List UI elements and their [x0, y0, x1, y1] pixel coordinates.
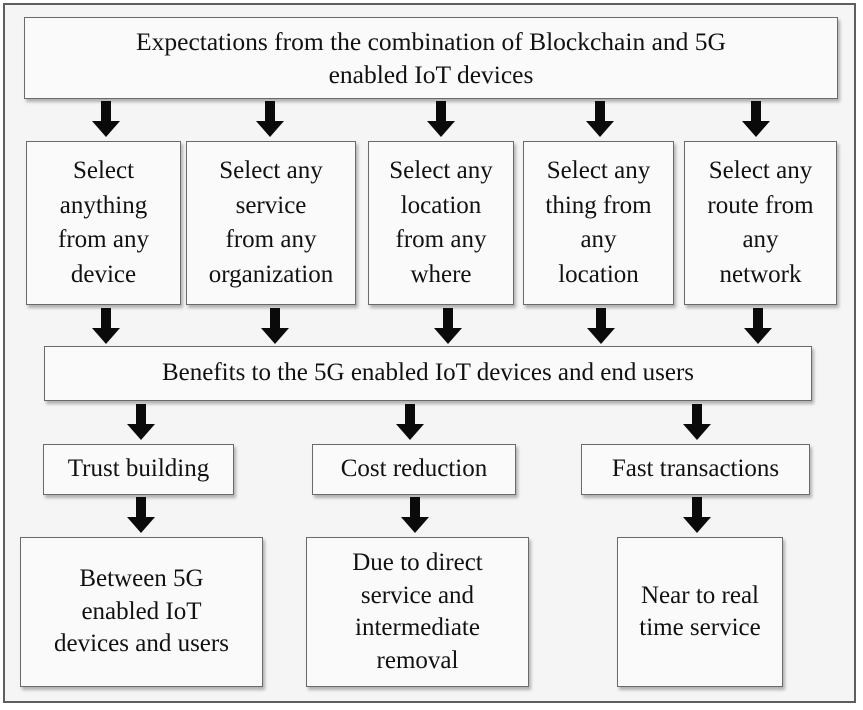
- arrow-down-icon: [396, 404, 424, 440]
- arrow-down-icon: [401, 497, 429, 533]
- arrow-down-icon: [127, 497, 155, 533]
- benefit-label: Trust building: [67, 455, 210, 483]
- detail-trust-building-box: Between 5G enabled IoT devices and users: [20, 537, 263, 687]
- arrow-down-icon: [742, 101, 770, 137]
- arrow-down-icon: [256, 101, 284, 137]
- expectation-text: Select any location from any where: [389, 157, 493, 288]
- arrow-down-icon: [587, 308, 615, 344]
- detail-cost-reduction-box: Due to direct service and intermediate r…: [306, 537, 529, 687]
- expectation-box-service: Select any service from any organization: [186, 141, 356, 305]
- title-box: Expectations from the combination of Blo…: [24, 17, 838, 99]
- arrow-down-icon: [92, 101, 120, 137]
- arrow-down-icon: [683, 404, 711, 440]
- expectation-box-location: Select any location from any where: [368, 141, 514, 305]
- benefit-fast-transactions-box: Fast transactions: [581, 444, 810, 495]
- arrow-down-icon: [261, 308, 289, 344]
- expectation-box-device: Select anything from any device: [26, 141, 181, 305]
- benefit-label: Cost reduction: [340, 455, 488, 483]
- expectation-text: Select anything from any device: [58, 157, 149, 288]
- title-text: Expectations from the combination of Blo…: [136, 26, 726, 89]
- arrow-down-icon: [744, 308, 772, 344]
- expectation-box-route: Select any route from any network: [684, 141, 837, 305]
- benefit-cost-reduction-box: Cost reduction: [312, 444, 516, 495]
- arrow-down-icon: [427, 101, 455, 137]
- detail-fast-transactions-box: Near to real time service: [617, 537, 783, 687]
- benefits-title-box: Benefits to the 5G enabled IoT devices a…: [44, 346, 812, 401]
- detail-text: Due to direct service and intermediate r…: [352, 549, 483, 674]
- arrow-down-icon: [92, 308, 120, 344]
- benefit-label: Fast transactions: [611, 455, 780, 483]
- expectation-box-thing: Select any thing from any location: [523, 141, 674, 305]
- arrow-down-icon: [127, 404, 155, 440]
- arrow-down-icon: [586, 101, 614, 137]
- expectation-text: Select any route from any network: [707, 157, 814, 288]
- expectation-text: Select any thing from any location: [545, 157, 652, 288]
- expectation-text: Select any service from any organization: [208, 157, 334, 288]
- detail-text: Near to real time service: [639, 581, 761, 642]
- benefits-title-text: Benefits to the 5G enabled IoT devices a…: [161, 359, 695, 387]
- arrow-down-icon: [434, 308, 462, 344]
- benefit-trust-building-box: Trust building: [43, 444, 234, 495]
- arrow-down-icon: [683, 497, 711, 533]
- detail-text: Between 5G enabled IoT devices and users: [54, 565, 229, 658]
